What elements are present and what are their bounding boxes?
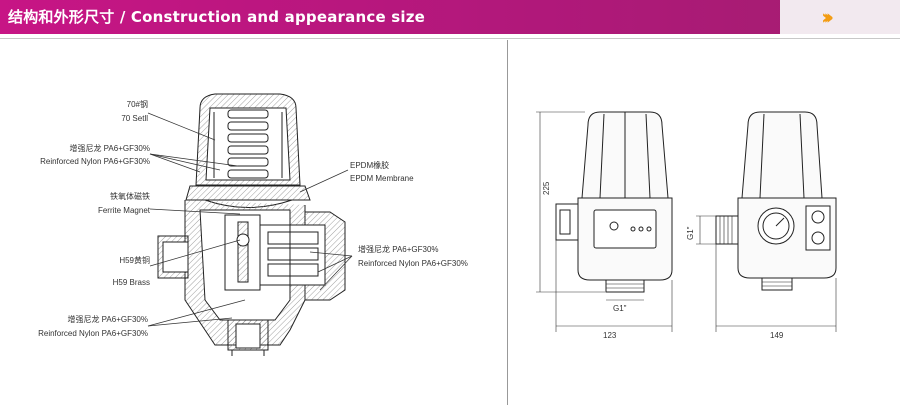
front-dimension-lines [536,111,673,332]
label-nylon1-cn: 增强尼龙 PA6+GF30% [69,143,150,153]
header-right-panel [780,0,900,34]
section-header: 结构和外形尺寸 / Construction and appearance si… [0,0,900,34]
label-brass-en: H59 Brass [113,278,150,287]
label-magnet-cn: 铁氧体磁铁 [110,191,150,201]
label-steel-en: 70 Setll [121,114,148,123]
dim-width-side: 149 [770,331,784,340]
dim-thread-side: G1" [686,226,695,240]
label-steel-cn: 70#钢 [127,99,148,109]
label-magnet-en: Ferrite Magnet [98,206,151,215]
panel-separator [507,40,508,405]
label-nylon2-cn: 增强尼龙 PA6+GF30% [358,244,439,254]
label-nylon1-en: Reinforced Nylon PA6+GF30% [40,157,150,166]
label-nylon2-en: Reinforced Nylon PA6+GF30% [358,259,468,268]
label-nylon3-en: Reinforced Nylon PA6+GF30% [38,329,148,338]
label-nylon3-cn: 增强尼龙 PA6+GF30% [67,314,148,324]
side-dimension-lines [696,215,837,332]
material-labels: 70#钢 70 Setll 增强尼龙 PA6+GF30% Reinforced … [38,99,468,338]
dim-height: 225 [542,181,551,195]
section-title: 结构和外形尺寸 / Construction and appearance si… [8,8,426,26]
dim-thread-bottom: G1" [613,304,627,313]
front-view-drawing [555,111,673,293]
side-view-drawing [715,111,837,291]
header-divider [0,38,900,39]
dim-width-front: 123 [603,331,617,340]
leader-lines [147,112,353,327]
cross-section-drawing [157,93,346,356]
spring-coils [213,109,283,179]
label-epdm-cn: EPDM橡胶 [350,160,389,170]
label-epdm-en: EPDM Membrane [350,174,414,183]
label-brass-cn: H59黄铜 [119,255,150,265]
